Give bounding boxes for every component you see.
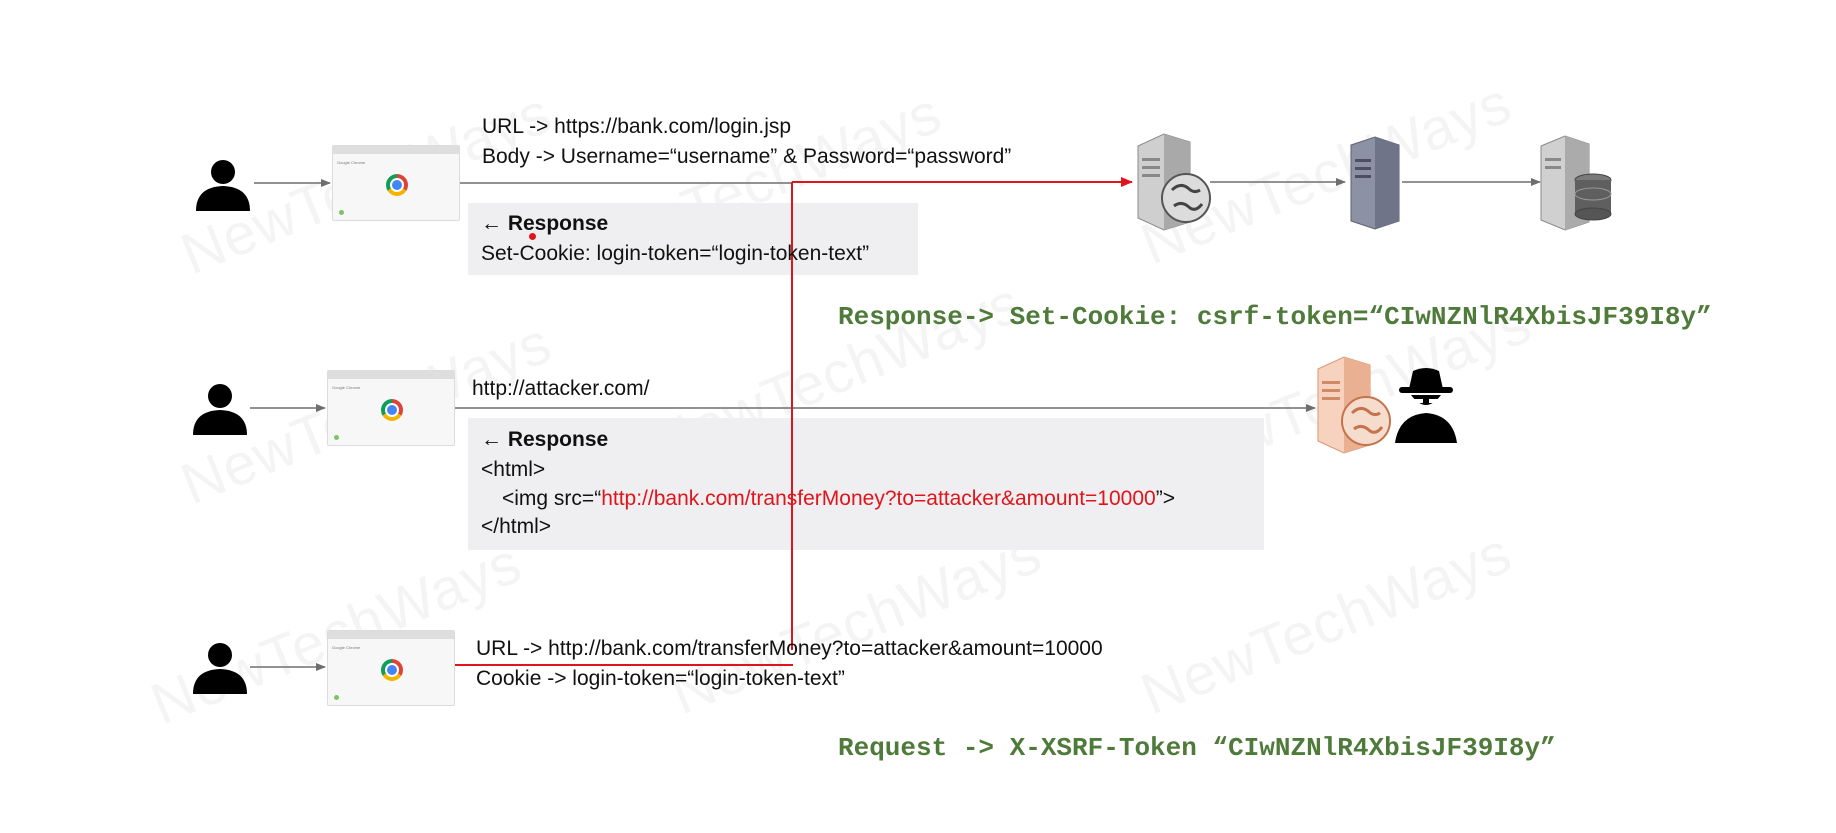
login-request-url: URL -> https://bank.com/login.jsp [482, 115, 792, 138]
login-response-title: ← Response [481, 212, 609, 235]
img-tag-prefix: <img src=“ [502, 487, 602, 510]
response-box-attacker [468, 418, 1264, 550]
img-tag-suffix: ”> [1155, 487, 1175, 510]
user-icon [196, 160, 250, 211]
browser-window-icon: Google Chrome [327, 370, 455, 446]
html-close-tag: </html> [481, 515, 552, 538]
attacker-request-url: http://attacker.com/ [472, 377, 650, 400]
user-icon [193, 384, 247, 435]
chrome-logo-icon [381, 659, 403, 681]
img-tag-line: <img src=“http://bank.com/transferMoney?… [502, 486, 1175, 511]
app-server-icon [1350, 136, 1400, 230]
chrome-logo-icon [381, 399, 403, 421]
browser-window-icon: Google Chrome [332, 145, 460, 221]
hacker-spy-icon [1395, 368, 1457, 443]
csrf-response-text: Response-> Set-Cookie: csrf-token=“CIwNZ… [838, 302, 1712, 332]
login-request-body: Body -> Username=“username” & Password=“… [482, 145, 1012, 168]
csrf-request-text: Request -> X-XSRF-Token “CIwNZNlR4XbisJF… [838, 733, 1556, 763]
malicious-url: http://bank.com/transferMoney?to=attacke… [601, 487, 1156, 510]
browser-window-icon: Google Chrome [327, 630, 455, 706]
forged-request-url: URL -> http://bank.com/transferMoney?to=… [476, 637, 1103, 660]
red-dot [529, 233, 536, 240]
user-icon [193, 643, 247, 694]
forged-request-cookie: Cookie -> login-token=“login-token-text” [476, 667, 845, 690]
response-box-login [468, 203, 918, 275]
html-open-tag: <html> [481, 458, 546, 481]
database-server-icon [1540, 135, 1612, 231]
login-response-cookie: Set-Cookie: login-token=“login-token-tex… [481, 242, 870, 265]
chrome-logo-icon [386, 174, 408, 196]
attacker-server-icon [1317, 356, 1391, 454]
web-server-icon [1137, 133, 1211, 231]
attacker-response-title: ← Response [481, 428, 609, 451]
